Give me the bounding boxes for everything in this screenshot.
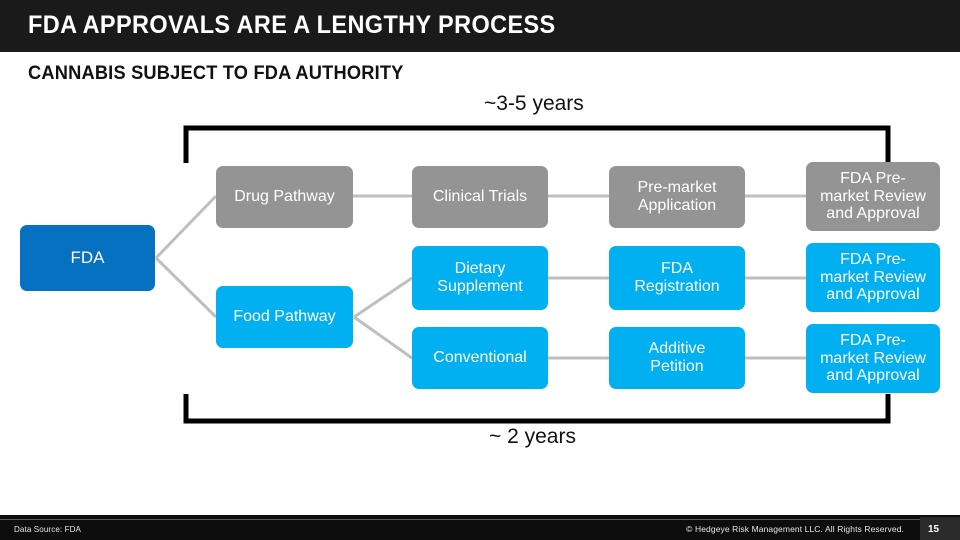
node-drug-pathway-label: Drug Pathway: [234, 188, 335, 206]
node-approval-conventional-label-line2: market Review: [820, 349, 926, 367]
node-approval-dietary-label-line1: FDA Pre-: [840, 250, 906, 268]
page-number: 15: [928, 524, 940, 535]
node-approval-drug-label-line1: FDA Pre-: [840, 169, 906, 187]
node-fda-pre-market-review-approval-conventional[interactable]: FDA Pre- market Review and Approval: [806, 324, 940, 393]
node-dietary-supplement-label-line1: Dietary: [454, 260, 506, 278]
page-title: FDA APPROVALS ARE A LENGTHY PROCESS: [28, 11, 556, 39]
page-number-chip: [920, 517, 960, 540]
node-additive-petition-label-line2: Petition: [650, 358, 704, 375]
node-conventional-label: Conventional: [433, 349, 527, 367]
node-dietary-supplement[interactable]: Dietary Supplement: [412, 246, 548, 310]
node-additive-petition-label-line1: Additive: [648, 340, 706, 358]
node-approval-dietary-label-line2: market Review: [820, 268, 926, 286]
node-clinical-trials[interactable]: Clinical Trials: [412, 166, 548, 228]
copyright-label: © Hedgeye Risk Management LLC. All Right…: [686, 524, 904, 534]
data-source-label: Data Source: FDA: [14, 524, 82, 534]
bottom-bracket-duration-label: ~ 2 years: [489, 425, 576, 448]
node-pre-market-application[interactable]: Pre-market Application: [609, 166, 745, 228]
node-approval-conventional-label-line3: and Approval: [826, 367, 920, 385]
node-pre-market-application-label-line2: Application: [637, 197, 717, 214]
node-fda-registration[interactable]: FDA Registration: [609, 246, 745, 310]
node-fda-pre-market-review-approval-dietary[interactable]: FDA Pre- market Review and Approval: [806, 243, 940, 312]
node-approval-conventional-label-line1: FDA Pre-: [840, 331, 906, 349]
header-bar: [0, 0, 960, 52]
node-fda-pre-market-review-approval-drug[interactable]: FDA Pre- market Review and Approval: [806, 162, 940, 231]
connector-lines: [154, 125, 891, 424]
page-subtitle: CANNABIS SUBJECT TO FDA AUTHORITY: [28, 63, 404, 84]
footer-divider: [0, 519, 960, 520]
node-fda-label: FDA: [70, 248, 105, 268]
node-clinical-trials-label: Clinical Trials: [432, 188, 528, 206]
node-approval-dietary-label-line3: and Approval: [826, 286, 920, 304]
node-approval-drug-label-line3: and Approval: [826, 205, 920, 223]
node-food-pathway[interactable]: Food Pathway: [216, 286, 353, 348]
node-dietary-supplement-label-line2: Supplement: [437, 278, 523, 295]
node-fda[interactable]: FDA: [20, 225, 155, 291]
top-bracket-duration-label: ~3-5 years: [484, 92, 584, 115]
node-drug-pathway[interactable]: Drug Pathway: [216, 166, 353, 228]
node-fda-registration-label-line2: Registration: [634, 278, 720, 295]
node-pre-market-application-label-line1: Pre-market: [637, 179, 717, 197]
node-fda-registration-label-line1: FDA: [661, 260, 693, 278]
node-additive-petition[interactable]: Additive Petition: [609, 327, 745, 389]
node-conventional[interactable]: Conventional: [412, 327, 548, 389]
diagram-canvas: ~3-5 years ~ 2 years FDA Drug Pathway Fo…: [20, 92, 940, 448]
node-approval-drug-label-line2: market Review: [820, 187, 926, 205]
node-food-pathway-label: Food Pathway: [233, 308, 336, 326]
